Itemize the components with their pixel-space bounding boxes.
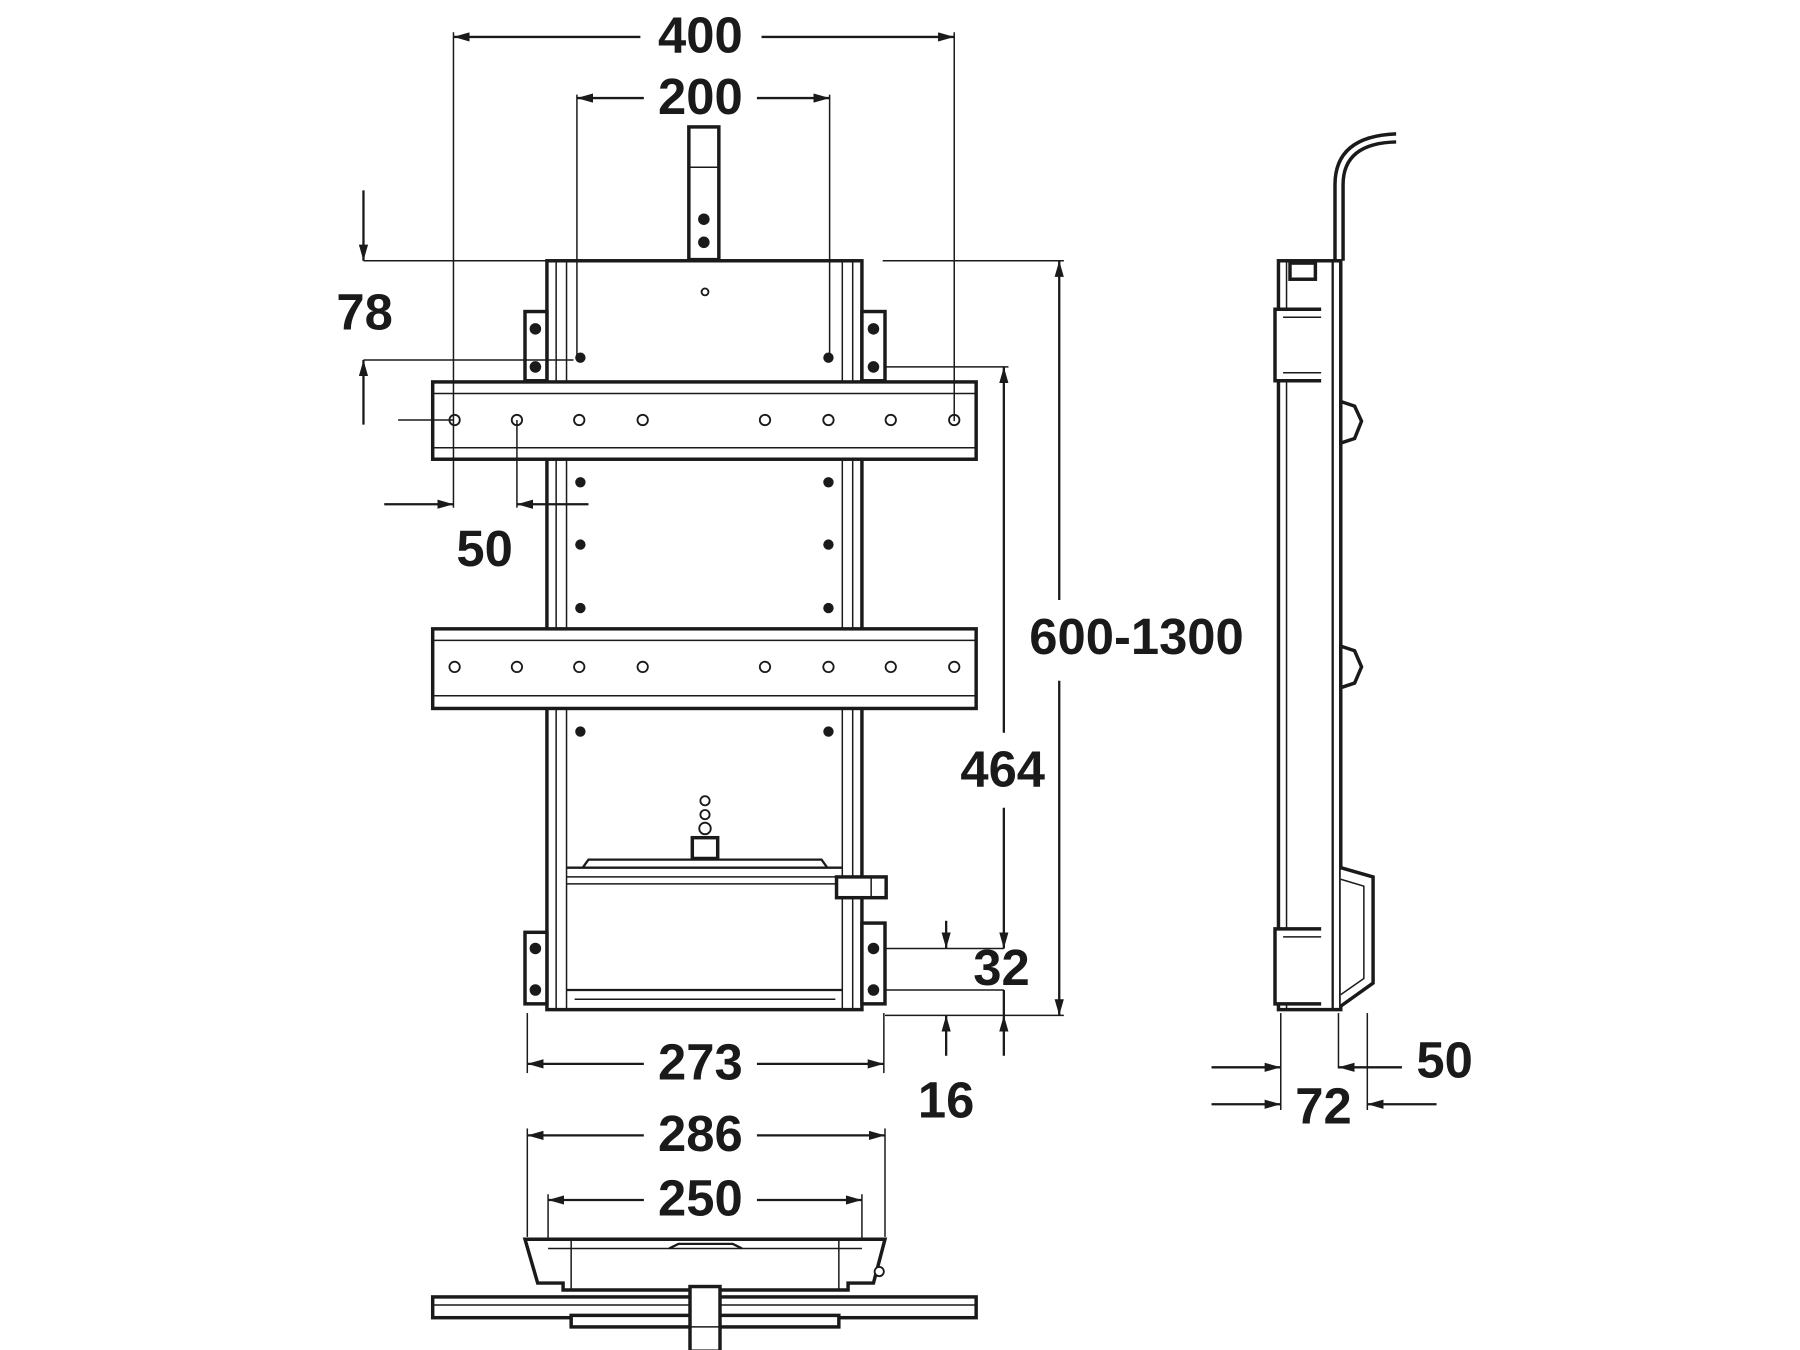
crossbar-hole [573,660,586,674]
dim-50-side: 50 [1416,1031,1472,1088]
dim-32-16: 32 16 [884,920,1030,1129]
side-view: 50 72 [1211,132,1473,1134]
upper-crossbar [430,380,978,461]
crossbar-hole [884,660,897,674]
dim-286: 286 [658,1105,743,1162]
svg-text:78: 78 [336,284,392,341]
crossbar-hole [822,413,835,427]
crossbar-hole [822,660,835,674]
crossbar-hole [510,660,524,674]
crossbar-hole [884,413,897,427]
crossbar-hole [448,660,461,674]
crossbar-hole [636,660,649,674]
plan-view: 286 250 [430,1105,978,1350]
frame-holes [575,352,834,737]
dim-464: 464 [884,366,1045,949]
dim-600-1300: 600-1300 [882,260,1244,1017]
plan-post [688,1284,722,1350]
crossbar-hole [948,660,961,674]
crossbar-hole [636,413,649,427]
dim-400: 400 [452,7,955,508]
svg-text:273: 273 [658,1034,743,1091]
mounting-brackets [523,309,887,1006]
svg-text:400: 400 [658,7,743,64]
lower-crossbar [430,627,978,711]
svg-text:16: 16 [918,1072,974,1129]
svg-text:200: 200 [658,68,743,125]
dim-50-front: 50 [384,419,589,577]
dim-72: 72 [1295,1077,1351,1134]
front-view: 400 200 78 50 600-1300 [336,7,1243,1129]
crossbar-hole [573,413,586,427]
handle [834,875,888,900]
dim-250: 250 [658,1170,743,1227]
svg-text:32: 32 [973,939,1029,996]
bottom-motor-unit [566,795,888,1000]
crossbar-hole [758,660,772,674]
svg-text:50: 50 [456,520,512,577]
dim-273: 273 [526,1013,885,1091]
crossbar-hole [758,413,772,427]
svg-text:600-1300: 600-1300 [1029,608,1243,665]
svg-text:464: 464 [960,740,1045,797]
dim-78: 78 [336,190,574,425]
dim-200: 200 [576,68,831,358]
